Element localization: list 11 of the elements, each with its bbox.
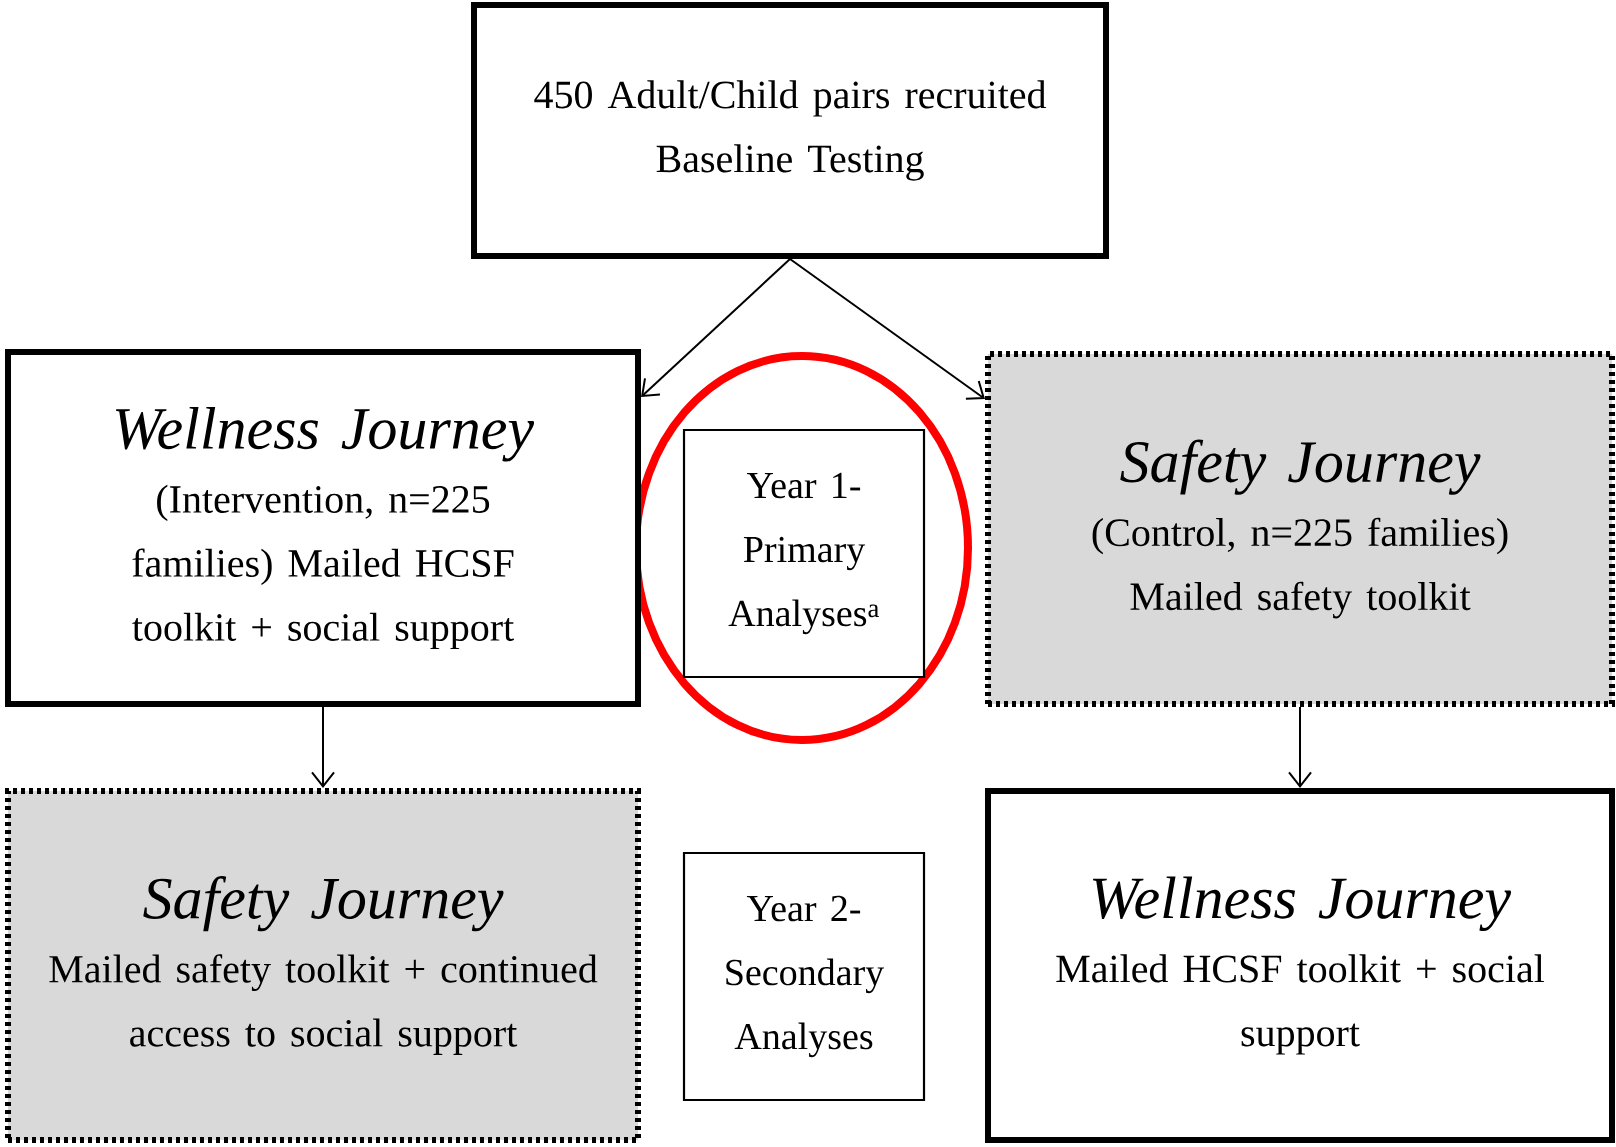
arrow (641, 258, 791, 397)
control-box: Safety Journey (Control, n=225 families) Mailed safety toolkit (985, 351, 1615, 707)
process-box: Wellness Journey Mailed HCSF toolkit + social support (985, 788, 1615, 1143)
analysis-box: Year 1- Primary Analyses$^{a}$ (682, 428, 926, 679)
analysis-box: Year 2- Secondary Analyses (682, 851, 926, 1102)
process-box: Wellness Journey (Intervention, n=225 families) Mailed HCSF toolkit + social support (5, 349, 641, 707)
arrow (311, 706, 335, 788)
arrow (1288, 706, 1312, 788)
arrow (789, 258, 985, 400)
process-box: 450 Adult/Child pairs recruited Baseline Testing (471, 2, 1109, 259)
control-box: Safety Journey Mailed safety toolkit + continued access to social support (5, 788, 641, 1143)
